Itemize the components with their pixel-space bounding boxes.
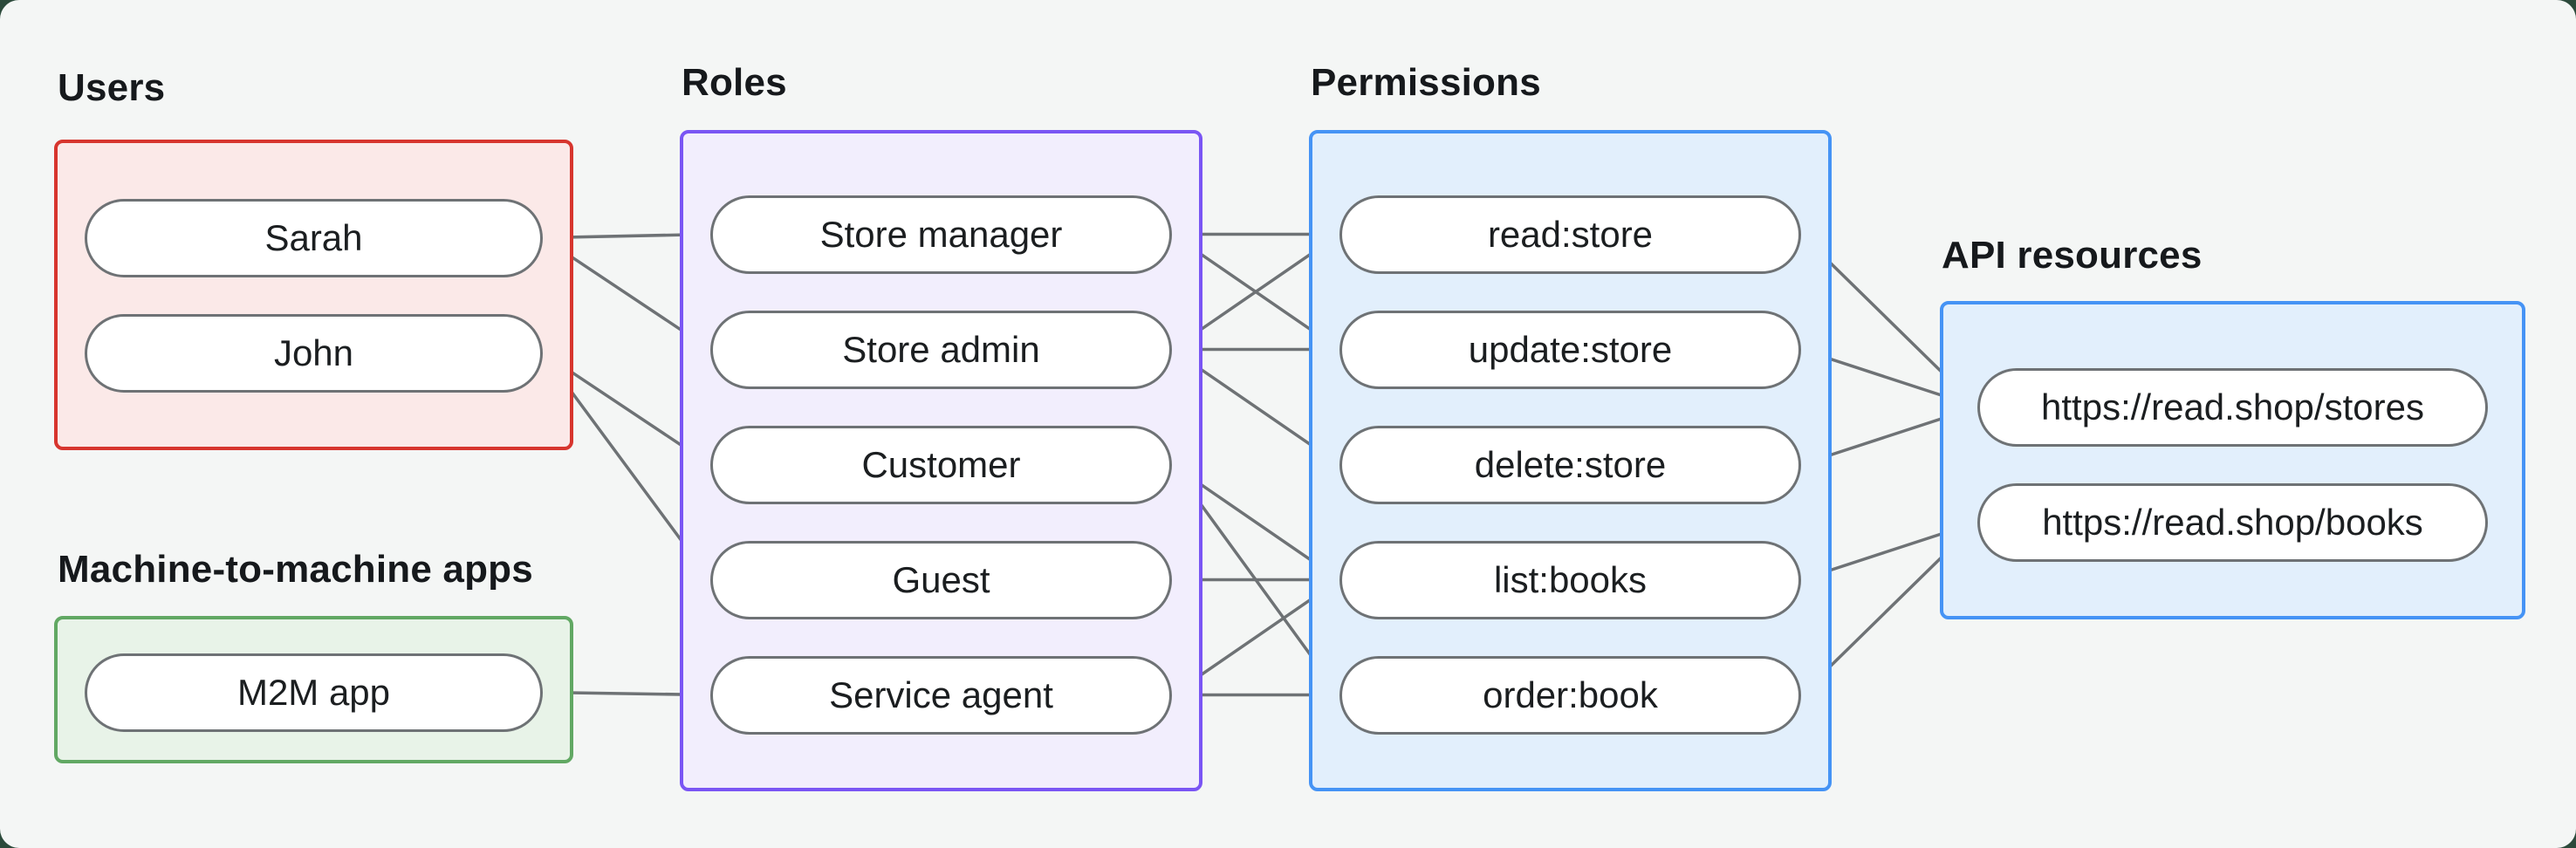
roles-group-label: Roles — [682, 61, 787, 104]
api-resources-group-box: https://read.shop/stores https://read.sho… — [1940, 301, 2525, 619]
node-customer: Customer — [710, 425, 1172, 504]
users-group-label: Users — [58, 66, 166, 109]
node-list-books: list:books — [1339, 540, 1801, 619]
node-store-admin: Store admin — [710, 310, 1172, 389]
node-service-agent: Service agent — [710, 655, 1172, 735]
m2m-group-box: M2M app — [54, 616, 573, 763]
node-john: John — [85, 313, 543, 393]
node-stores: https://read.shop/stores — [1977, 367, 2488, 447]
api-resources-group-label: API resources — [1942, 234, 2203, 277]
node-guest: Guest — [710, 540, 1172, 619]
node-m2m-app: M2M app — [85, 653, 543, 732]
node-books: https://read.shop/books — [1977, 482, 2488, 562]
node-sarah: Sarah — [85, 198, 543, 277]
m2m-group-label: Machine-to-machine apps — [58, 548, 533, 591]
node-delete-store: delete:store — [1339, 425, 1801, 504]
node-order-book: order:book — [1339, 655, 1801, 735]
permissions-group-label: Permissions — [1311, 61, 1541, 104]
node-store-manager: Store manager — [710, 195, 1172, 274]
node-read-store: read:store — [1339, 195, 1801, 274]
node-update-store: update:store — [1339, 310, 1801, 389]
permissions-group-box: read:store update:store delete:store list:b… — [1309, 130, 1832, 791]
